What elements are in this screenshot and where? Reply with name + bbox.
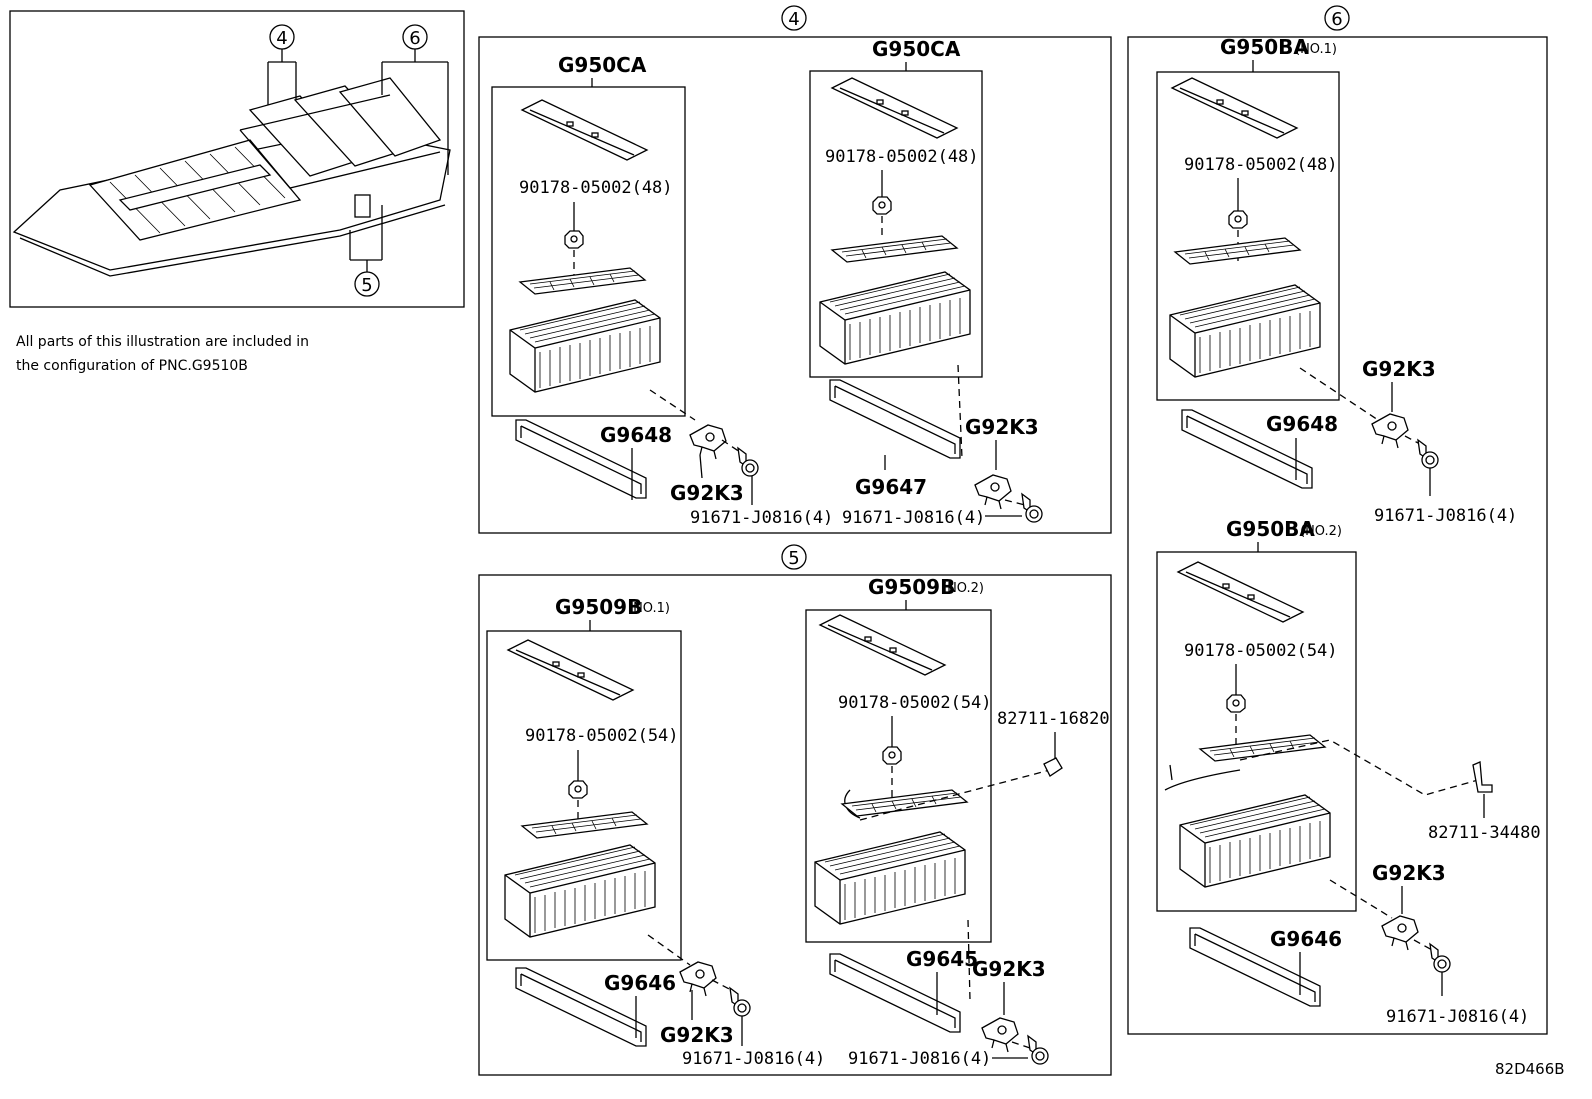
s6-top-nut-label: 90178-05002(48) [1184,155,1338,175]
section-4: 4 G950CA 90178-05002(48) G9648 G92K3 916… [478,5,1112,534]
s6-bottom-group-label: G950BA [1226,517,1315,541]
overview-callout-5: 5 [349,205,383,297]
s6-top-cover-label: G9648 [1266,412,1338,436]
s5-right-nut-label: 90178-05002(54) [838,693,992,713]
callout-5-label: 5 [361,275,372,296]
s6-bottom-bolt-label: 91671-J0816(4) [1386,1007,1529,1027]
s4-left-bolt-label: 91671-J0816(4) [690,508,833,528]
s6-bottom-clip-label: 82711-34480 [1428,823,1541,843]
s6-bottom-nut-label: 90178-05002(54) [1184,641,1338,661]
drawing-code: 82D466B [1495,1060,1565,1078]
s4-right-assembly-frame [809,70,983,378]
s5-right-bracket-label: G92K3 [972,957,1046,981]
s5-right-qualifier: (NO.2) [942,581,984,596]
s5-left-nut-label: 90178-05002(54) [525,726,679,746]
s6-top-group-label: G950BA [1220,35,1309,59]
callout-4-label: 4 [276,28,287,49]
s4-right-bolt-label: 91671-J0816(4) [842,508,985,528]
s4-left-nut-label: 90178-05002(48) [519,178,673,198]
s5-right-group-label: G9509B [868,575,955,599]
s5-left-qualifier: (NO.1) [628,601,670,616]
s6-bottom-qualifier: (NO.2) [1300,524,1342,539]
s4-left-cover-label: G9648 [600,423,672,447]
s4-left-assembly-frame [491,86,686,417]
s5-right-assembly-frame [805,609,992,943]
section-6-number: 6 [1331,9,1342,30]
s4-right-bracket-label: G92K3 [965,415,1039,439]
s4-left-bracket-label: G92K3 [670,481,744,505]
section-4-number: 4 [788,9,799,30]
overview-callout-6: 6 [381,24,449,175]
s6-top-bracket-label: G92K3 [1362,357,1436,381]
s5-left-assembly-frame [486,630,682,961]
s5-right-cover-label: G9645 [906,947,978,971]
battery-pack-overview [12,77,451,277]
overview-note-line1: All parts of this illustration are inclu… [16,334,309,350]
s4-right-cover-label: G9647 [855,475,927,499]
section-5: 5 G9509B (NO.1) 90178-05002(54) G9646 G9… [478,544,1112,1076]
s4-right-nut-label: 90178-05002(48) [825,147,979,167]
s6-top-assembly-frame [1156,71,1340,401]
section-6: 6 G950BA (NO.1) 90178-05002(48) G9648 G9… [1127,5,1548,1035]
s4-right-group-label: G950CA [872,37,961,61]
s6-bottom-assembly-frame [1156,551,1357,912]
overview-callout-4: 4 [267,24,297,105]
section-5-number: 5 [788,548,799,569]
s4-left-group-label: G950CA [558,53,647,77]
s6-bottom-bracket-label: G92K3 [1372,861,1446,885]
s6-top-bolt-label: 91671-J0816(4) [1374,506,1517,526]
overview-note-line2: the configuration of PNC.G9510B [16,358,248,374]
overview-frame [9,10,465,308]
s6-top-qualifier: (NO.1) [1295,42,1337,57]
s5-right-clip-label: 82711-16820 [997,709,1110,729]
s5-left-bolt-label: 91671-J0816(4) [682,1049,825,1069]
s5-right-bolt-label: 91671-J0816(4) [848,1049,991,1069]
s5-left-group-label: G9509B [555,595,642,619]
s6-bottom-cover-label: G9646 [1270,927,1342,951]
s5-left-cover-label: G9646 [604,971,676,995]
s5-left-bracket-label: G92K3 [660,1023,734,1047]
callout-6-label: 6 [409,28,420,49]
